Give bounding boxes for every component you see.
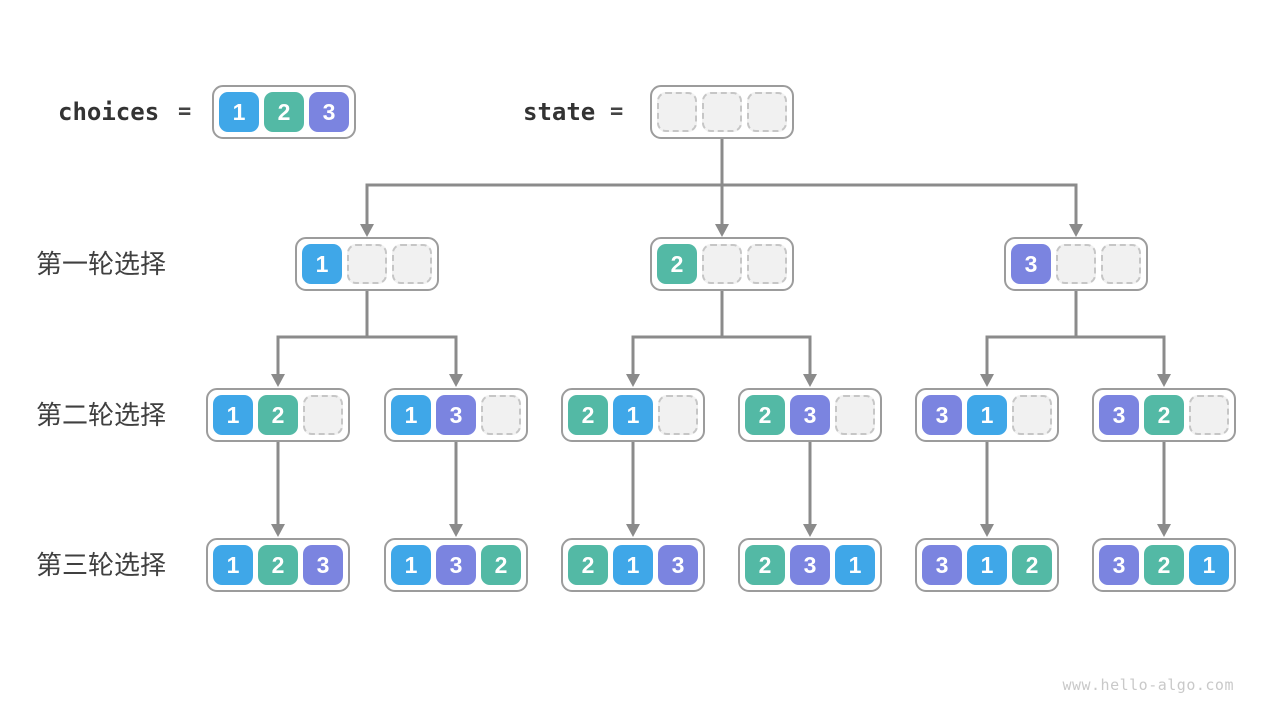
empty-cell [1189,395,1229,435]
value-cell: 1 [967,545,1007,585]
value-cell: 3 [922,545,962,585]
state-box-2: 2 [650,237,794,291]
empty-cell [1056,244,1096,284]
value-cell: 2 [258,395,298,435]
value-cell: 3 [1099,395,1139,435]
value-cell: 3 [922,395,962,435]
empty-cell [1012,395,1052,435]
empty-cell [747,244,787,284]
value-cell: 1 [213,395,253,435]
value-cell: 2 [258,545,298,585]
empty-cell [481,395,521,435]
value-cell: 2 [568,395,608,435]
value-cell: 1 [613,545,653,585]
empty-cell [392,244,432,284]
value-cell: 3 [790,395,830,435]
value-cell: 3 [436,545,476,585]
state-label: state [523,98,596,126]
empty-cell [657,92,697,132]
value-cell: 2 [745,395,785,435]
value-cell: 2 [568,545,608,585]
value-cell: 3 [309,92,349,132]
value-cell: 3 [790,545,830,585]
value-cell: 3 [658,545,698,585]
state-array-box-empty [650,85,794,139]
value-cell: 3 [1099,545,1139,585]
empty-cell [1101,244,1141,284]
value-cell: 1 [302,244,342,284]
choices-equals-sign: = [178,99,192,124]
value-cell: 1 [1189,545,1229,585]
row-label-round-1: 第一轮选择 [36,249,167,279]
value-cell: 3 [436,395,476,435]
row-label-round-3: 第三轮选择 [36,550,167,580]
value-cell: 2 [1144,395,1184,435]
value-cell: 1 [391,545,431,585]
empty-cell [835,395,875,435]
empty-cell [702,244,742,284]
value-cell: 3 [1011,244,1051,284]
empty-cell [303,395,343,435]
value-cell: 2 [481,545,521,585]
value-cell: 1 [967,395,1007,435]
value-cell: 1 [835,545,875,585]
state-equals-sign: = [610,99,624,124]
state-box-3: 3 [1004,237,1148,291]
value-cell: 2 [657,244,697,284]
value-cell: 2 [264,92,304,132]
empty-cell [702,92,742,132]
value-cell: 2 [1012,545,1052,585]
row-label-round-2: 第二轮选择 [36,400,167,430]
value-cell: 2 [745,545,785,585]
choices-label: choices [58,98,160,126]
value-cell: 2 [1144,545,1184,585]
value-cell: 1 [613,395,653,435]
watermark: www.hello-algo.com [1062,676,1234,694]
value-cell: 3 [303,545,343,585]
empty-cell [658,395,698,435]
empty-cell [747,92,787,132]
value-cell: 1 [213,545,253,585]
value-cell: 1 [391,395,431,435]
state-box-1: 1 [295,237,439,291]
value-cell: 1 [219,92,259,132]
empty-cell [347,244,387,284]
